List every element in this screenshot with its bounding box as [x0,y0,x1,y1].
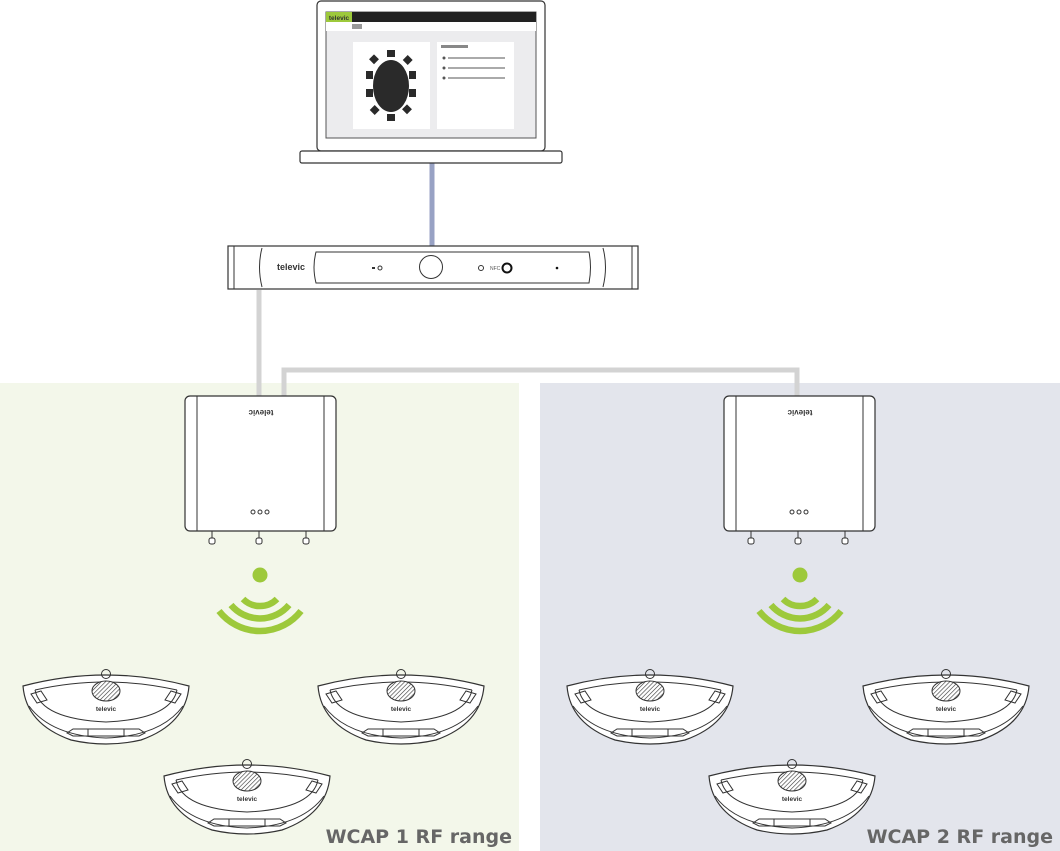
central-unit-logo: televic [277,262,305,272]
svg-text:televic: televic [782,796,803,803]
delegate-unit: televic [862,668,1030,745]
svg-text:televic: televic [936,706,957,713]
list-icon [441,45,505,80]
svg-text:televic: televic [640,706,661,713]
delegate-unit: televic [317,668,485,745]
meeting-table-icon [366,50,416,121]
svg-text:televic: televic [96,706,117,713]
delegate-unit: televic [566,668,734,745]
laptop: televic [299,0,563,164]
network-cable [256,290,800,396]
svg-text:televic: televic [391,706,412,713]
laptop-app-logo-text: televic [329,15,350,22]
grid-icon [352,24,362,29]
delegate-unit: televic [22,668,190,745]
svg-text:televic: televic [787,408,812,417]
wifi-icon [219,567,301,632]
central-unit-knob [419,255,443,279]
delegate-unit: televic [163,758,331,835]
wifi-icon [759,567,841,632]
wcap-1: televic [184,395,337,545]
wcap2-range-label: WCAP 2 RF range [867,826,1053,848]
wcap1-range-label: WCAP 1 RF range [326,826,512,848]
nfc-label: NFC [490,266,501,272]
central-unit: televic NFC [227,245,639,290]
delegate-unit: televic [708,758,876,835]
svg-text:televic: televic [237,796,258,803]
laptop-app-logo [326,12,352,22]
nfc-icon [501,262,513,274]
wcap-2: televic [723,395,876,545]
svg-text:televic: televic [248,408,273,417]
